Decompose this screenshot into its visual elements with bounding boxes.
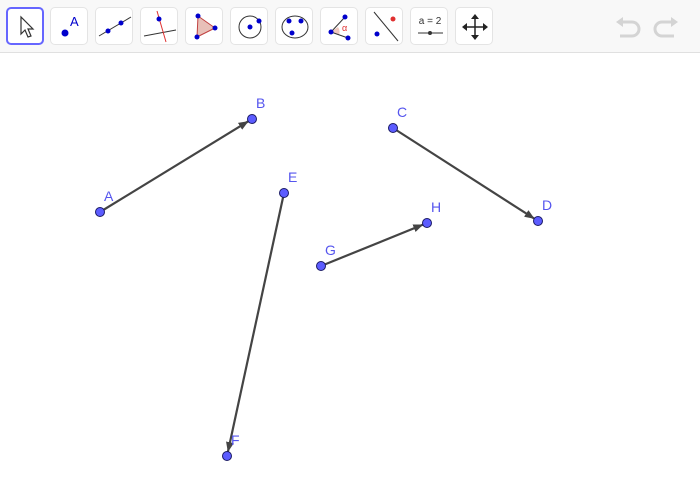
point-F[interactable] — [222, 451, 232, 461]
tool-circle-center-point[interactable] — [230, 7, 268, 45]
point-label-C: C — [397, 104, 408, 120]
svg-text:a = 2: a = 2 — [419, 16, 442, 27]
vector-CD[interactable] — [392, 127, 539, 222]
redo-icon[interactable] — [650, 14, 680, 40]
point-A[interactable] — [95, 207, 105, 217]
line-icon — [98, 16, 132, 37]
point-label-A: A — [104, 188, 114, 204]
reflect-icon — [373, 11, 399, 42]
move-arrows-icon — [462, 14, 488, 40]
toolbar: A α a = 2 — [0, 0, 700, 53]
tool-slider[interactable]: a = 2 — [410, 7, 448, 45]
slider-icon: a = 2 — [418, 16, 443, 35]
point-label-F: F — [231, 432, 240, 448]
point-D[interactable] — [533, 216, 543, 226]
tool-circle-three-points[interactable] — [275, 7, 313, 45]
tool-polygon[interactable] — [185, 7, 223, 45]
point-label-B: B — [256, 95, 266, 111]
tool-angle[interactable]: α — [320, 7, 358, 45]
cursor-arrow-icon — [20, 15, 35, 38]
perpendicular-line-icon — [143, 10, 177, 43]
svg-text:A: A — [70, 14, 79, 29]
point-label-D: D — [542, 197, 553, 213]
point-label-G: G — [325, 242, 336, 258]
circle-three-points-icon — [281, 15, 309, 39]
tool-perpendicular-line[interactable] — [140, 7, 178, 45]
vector-EF[interactable] — [225, 192, 286, 457]
point-B[interactable] — [247, 114, 257, 124]
angle-icon: α — [328, 14, 351, 41]
point-H[interactable] — [422, 218, 432, 228]
tool-point[interactable]: A — [50, 7, 88, 45]
tool-move-graphics-view[interactable] — [455, 7, 493, 45]
polygon-icon — [194, 13, 218, 40]
circle-icon — [238, 15, 262, 39]
undo-icon[interactable] — [614, 14, 644, 40]
point-G[interactable] — [316, 261, 326, 271]
point-label-E: E — [288, 169, 298, 185]
point-label-H: H — [431, 199, 442, 215]
vector-AB[interactable] — [99, 118, 253, 213]
tool-reflect[interactable] — [365, 7, 403, 45]
vector-GH[interactable] — [320, 221, 428, 268]
tool-move[interactable] — [6, 7, 44, 45]
tool-line[interactable] — [95, 7, 133, 45]
point-E[interactable] — [279, 188, 289, 198]
point-icon: A — [61, 14, 79, 37]
point-C[interactable] — [388, 123, 398, 133]
svg-text:α: α — [342, 23, 347, 33]
